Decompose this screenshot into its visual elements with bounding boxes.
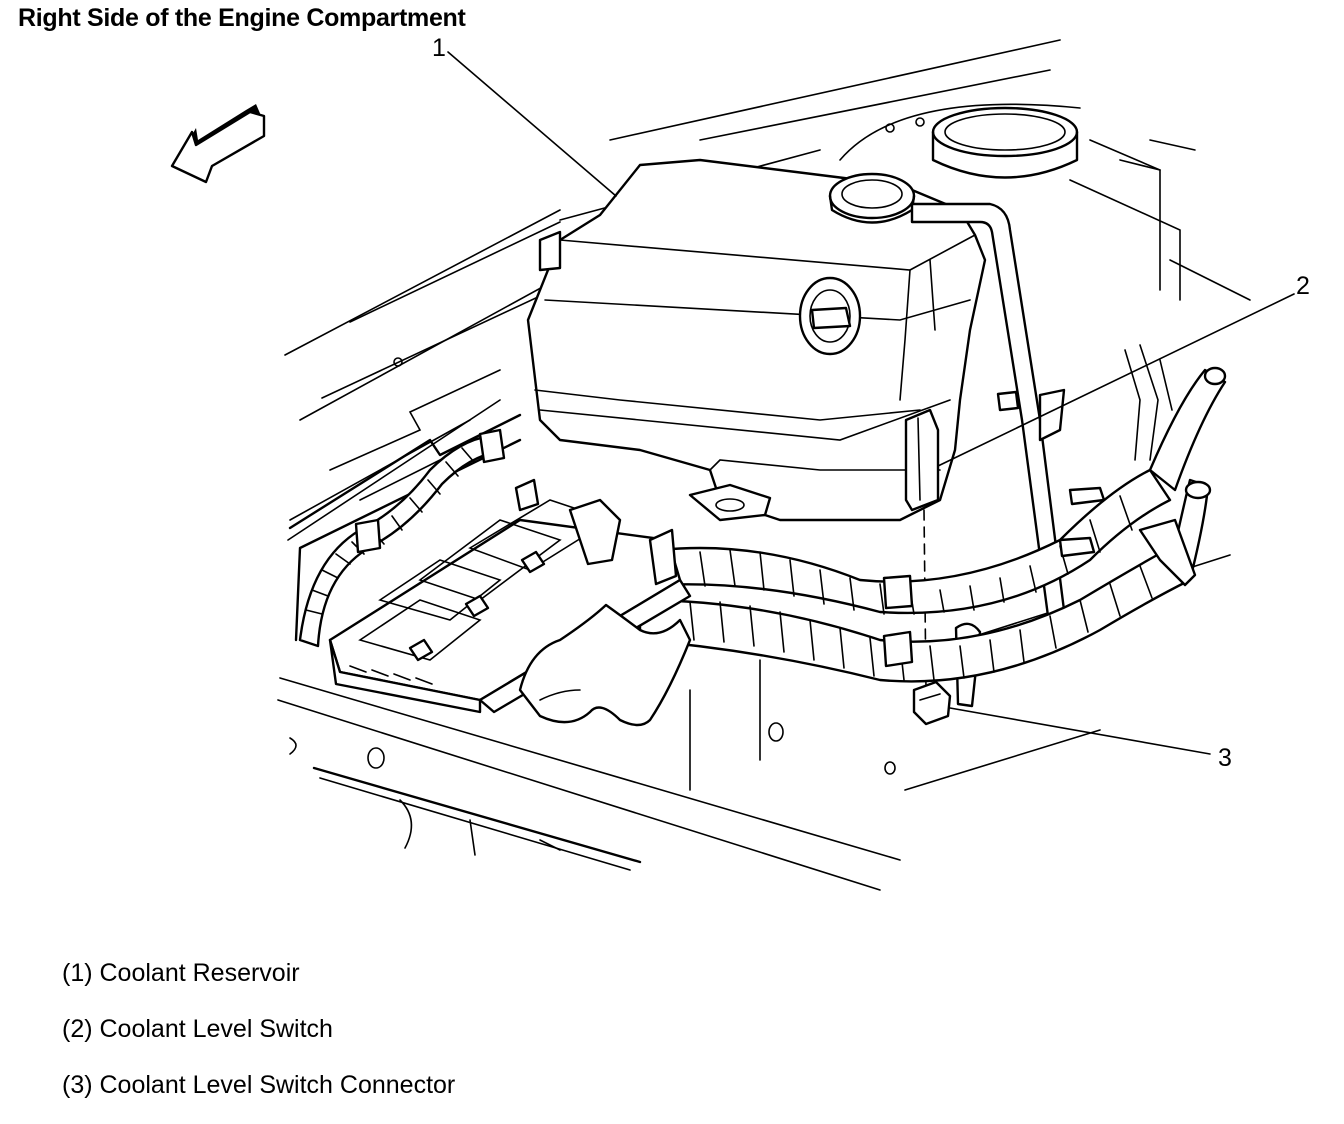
harness-bracket	[518, 603, 692, 727]
callout-2: 2	[1296, 272, 1310, 300]
component-legend: (1) Coolant Reservoir (2) Coolant Level …	[62, 956, 455, 1124]
legend-item-coolant-level-switch: (2) Coolant Level Switch	[62, 1015, 333, 1043]
left-harness	[298, 428, 506, 648]
callout-3: 3	[1218, 744, 1232, 772]
coolant-reservoir	[526, 158, 987, 522]
engine-compartment-illustration: 1 2 3	[170, 34, 1310, 891]
wiring-harness	[638, 344, 1227, 683]
legend-item-coolant-level-switch-connector: (3) Coolant Level Switch Connector	[62, 1071, 456, 1099]
callout-1: 1	[432, 34, 446, 62]
filler-neck-ring	[931, 106, 1079, 179]
callout-leaders	[447, 51, 1295, 755]
legend-item-coolant-reservoir: (1) Coolant Reservoir	[62, 959, 300, 987]
front-direction-arrow-icon	[170, 104, 266, 184]
diagram-title: Right Side of the Engine Compartment	[18, 4, 466, 32]
